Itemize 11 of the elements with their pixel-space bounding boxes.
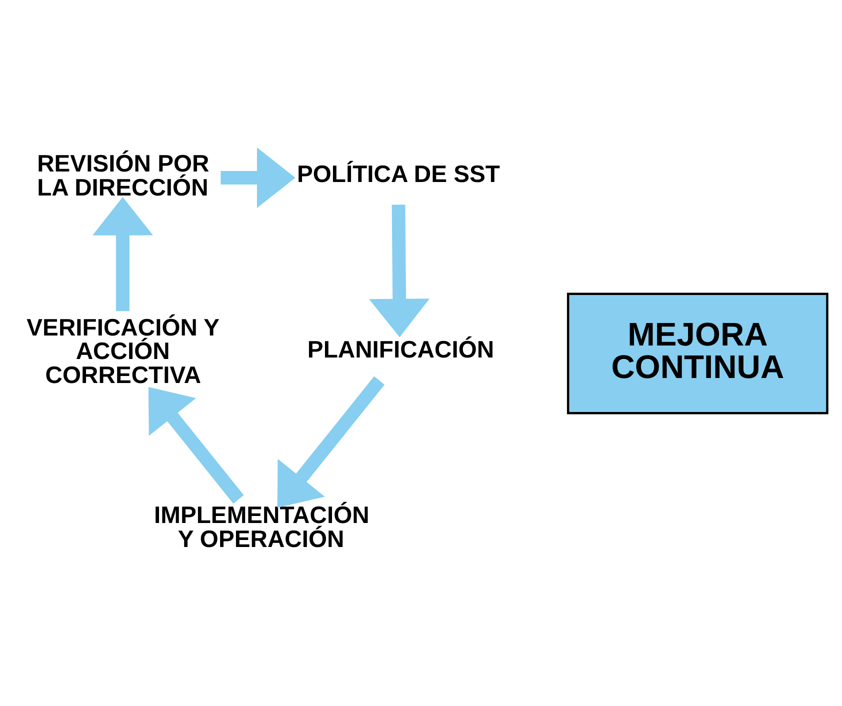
arrow [277, 376, 385, 508]
node-box: MEJORA CONTINUA [566, 292, 828, 414]
node-text: PLANIFICACIÓN [307, 336, 494, 364]
node-text: IMPLEMENTACIÓN Y OPERACIÓN [154, 502, 370, 552]
arrow [369, 204, 430, 337]
arrow [220, 147, 296, 208]
arrow [148, 386, 244, 504]
arrow [92, 196, 153, 311]
node-text: POLÍTICA DE SST [297, 160, 500, 188]
node-text: REVISIÓN POR LA DIRECCIÓN [37, 150, 210, 201]
node-text: VERIFICACIÓN Y ACCIÓN CORRECTIVA [26, 314, 220, 388]
